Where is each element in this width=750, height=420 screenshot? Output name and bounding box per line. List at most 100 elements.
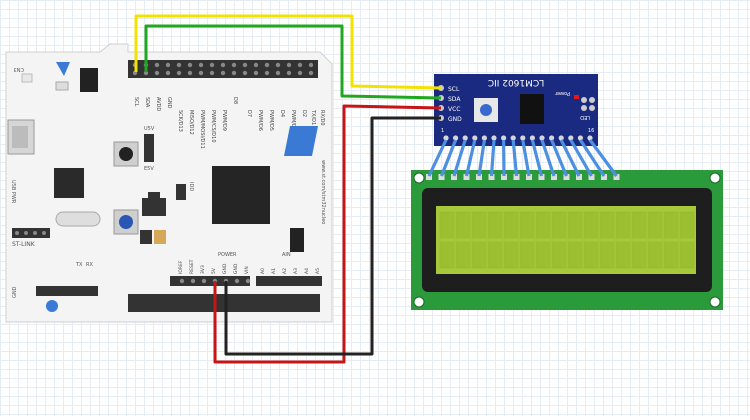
lcd-char-cell [680,242,694,268]
pin-label-d1: TX/D1 [310,109,316,125]
header-pin [232,71,236,75]
u5v-jumper [144,134,154,162]
power-led [574,95,579,99]
lcd-char-cell [552,212,566,238]
power-header-pin [202,279,206,283]
pin-label-d5: PWM/D5 [268,110,274,131]
lcd-char-cell [648,212,662,238]
i2c-pin-vcc-label: VCC [448,106,460,113]
header-pin [199,71,203,75]
lcd-1602 [411,170,723,310]
i2c-bottom-pin [549,135,554,140]
crystal-small [80,68,98,92]
header-pin [199,63,203,67]
user-button-blue [114,210,138,234]
ain-pin-a1: A1 [271,268,277,274]
header-pin [166,71,170,75]
power-header-pin [191,279,195,283]
i2c-pin-scl-label: SCL [448,86,460,93]
i2c-bottom-pin [482,135,487,140]
lcd-char-cell [456,212,470,238]
i2c-bottom-pin [463,135,468,140]
i2c-pin-gnd-label: GND [448,116,462,123]
header-pin [221,63,225,67]
i2c-bottom-pin [578,135,583,140]
pin16-label: 16 [588,128,594,134]
pin-label-sda: SDA [144,97,150,108]
gnd-label: GND [12,286,18,298]
header-pin [309,63,313,67]
usb-connector-inner [12,126,28,148]
pin-label-d12: MISO/D12 [188,110,194,135]
i2c-bottom-pin [559,135,564,140]
header-pin [254,63,258,67]
i2c-bottom-pin [568,135,573,140]
header-pin [287,63,291,67]
header-pin [243,71,247,75]
ain-pin-a4: A4 [304,268,310,274]
ain-pin-a3: A3 [293,268,299,274]
lcd-char-cell [536,242,550,268]
st-logo-large [284,126,318,156]
header-pin [221,71,225,75]
header-pin [232,63,236,67]
header-pin [265,63,269,67]
morpho-header-bottom [128,294,320,312]
ain-header [256,276,322,286]
i2c-bottom-pin [443,135,448,140]
led-label: LED [580,114,590,120]
header-pin [188,71,192,75]
i2c-bottom-pin [520,135,525,140]
pin-label-scl: SCL [133,97,139,107]
capacitor-tan [154,230,166,244]
power-pin-3v3: 3V3 [200,265,206,274]
cn3-label: CN3 [14,66,24,72]
header-pin [210,71,214,75]
power-pin-reset: RESET [189,259,195,274]
pcf8574-chip [520,94,544,124]
pin-label-avdd: AVDD [155,97,161,111]
mount-hole-br [710,297,720,307]
header-pin [166,63,170,67]
morpho-header-bottom-left [36,286,98,296]
i2c-bottom-pin [539,135,544,140]
lcd-char-cell [520,212,534,238]
lcd-char-cell [584,212,598,238]
i2c-module: LCM1602 IIC SCL SDA VCC GND Power LED 1 [434,74,598,146]
mount-hole-tl [414,173,424,183]
ain-pin-a2: A2 [282,268,288,274]
lcd-char-cell [504,212,518,238]
pin-label-d9: PWM/D9 [221,110,227,131]
power-header-pin [235,279,239,283]
lcd-char-cell [488,242,502,268]
i2c-module-title: LCM1602 IIC [488,77,544,87]
power-led-label: Power [554,90,570,96]
i2c-bottom-pin [530,135,535,140]
lcd-char-cell [440,242,454,268]
power-header-pin [246,279,250,283]
lcd-char-cell [472,242,486,268]
main-mcu [212,166,270,224]
power-header-pin [180,279,184,283]
header-pin [254,71,258,75]
u5v-label: U5V [144,126,155,132]
e5v-label: E5V [144,166,154,172]
lcd-char-cell [488,212,502,238]
lcd-char-cell [664,242,678,268]
small-chip [56,82,68,90]
power-header [170,276,250,286]
nucleo-board: CN3 USB PWR ST-LINK TX RX GND [6,44,332,322]
i2c-bottom-pin [472,135,477,140]
header-pin [298,71,302,75]
lcd-char-cell [600,212,614,238]
tx-label: TX [75,262,83,268]
arduino-header-top [128,60,318,78]
capacitor-black [140,230,152,244]
rx-label: RX [86,262,93,268]
pin-label-d6: PWM/D6 [257,110,263,131]
lcd-char-cell [440,212,454,238]
lcd-char-cell [520,242,534,268]
st-link-label: ST-LINK [12,241,36,248]
